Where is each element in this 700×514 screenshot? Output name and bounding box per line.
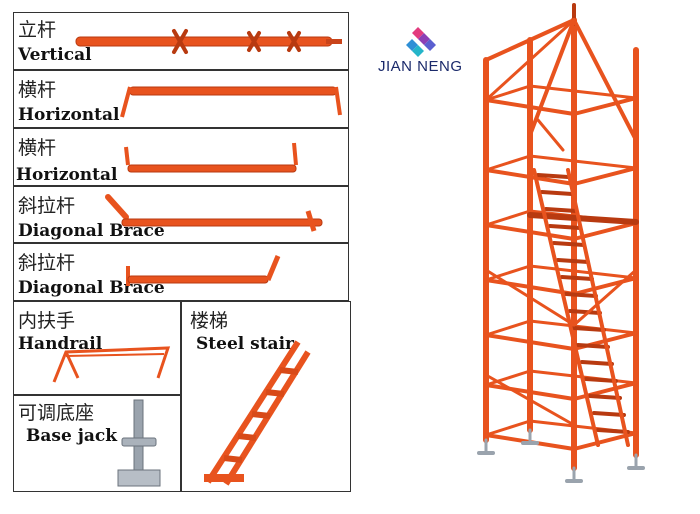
stair-tread: [544, 207, 578, 213]
diagonal-brace-image: [126, 255, 281, 286]
rosette-node: [172, 29, 301, 54]
diagonal-brace: [484, 268, 576, 327]
horizontal-tube: [484, 333, 576, 351]
diagonal-brace: [572, 268, 638, 327]
stair-tread: [584, 377, 618, 383]
part-cell-handrail: 内扶手 Handrail: [13, 301, 181, 395]
part-cn-label: 内扶手: [18, 310, 76, 332]
stair-tread: [596, 428, 630, 434]
horizontal-tube: [572, 381, 638, 401]
diagonal-brace: [528, 18, 576, 137]
part-cn-label: 立杆: [18, 19, 57, 41]
part-en-label: Horizontal: [18, 105, 120, 125]
diagonal-brace-image: [105, 194, 323, 232]
stair-tread: [580, 360, 614, 366]
part-cn-label: 楼梯: [190, 310, 229, 332]
stair-tread: [556, 258, 590, 264]
part-row-horizontal-2: 横杆 Horizontal: [13, 128, 349, 186]
horizontal-tube: [528, 264, 638, 280]
horizontal-tube: [484, 264, 532, 282]
stair-tread: [540, 190, 574, 196]
steel-stair-image: [204, 340, 311, 486]
stair-tread: [568, 309, 602, 315]
part-row-diagonal-1: 斜拉杆 Diagonal Brace: [13, 186, 349, 243]
stair-stringer: [566, 168, 630, 447]
horizontal-tube: [572, 96, 638, 116]
stair-tread: [576, 343, 610, 349]
stair-tread: [588, 394, 622, 400]
horizontal-tube: [484, 84, 532, 102]
part-cn-label: 斜拉杆: [18, 195, 76, 217]
part-en-label: Diagonal Brace: [18, 221, 165, 241]
part-cn-label: 可调底座: [18, 402, 95, 424]
stair-tread: [536, 173, 570, 179]
stair-tread: [560, 275, 594, 281]
part-en-label: Vertical: [18, 45, 92, 65]
horizontal-tube-image: [120, 86, 342, 118]
stair-stringer: [532, 168, 600, 447]
part-en-label: Horizontal: [16, 165, 118, 185]
part-en-label: Steel stair: [196, 334, 294, 354]
part-cn-label: 横杆: [18, 137, 57, 159]
horizontal-tube: [484, 369, 532, 387]
diagonal-brace: [572, 18, 638, 142]
horizontal-tube: [484, 98, 576, 116]
handrail-image: [52, 346, 171, 383]
horizontal-tube: [484, 154, 532, 172]
jn-logo-icon: [406, 27, 436, 57]
stair-tread: [548, 224, 582, 230]
diagonal-brace: [484, 18, 576, 62]
diagonal-brace: [484, 18, 576, 102]
stair-tread: [564, 292, 598, 298]
part-cell-stair: 楼梯 Steel stair: [181, 301, 351, 492]
horizontal-tube: [484, 209, 532, 227]
horizontal-tube: [572, 166, 638, 186]
stair-tread: [592, 411, 626, 417]
vertical-tube-image: [75, 29, 342, 54]
horizontal-tube: [484, 383, 576, 401]
part-en-label: Handrail: [18, 334, 103, 354]
diagonal-brace: [484, 373, 576, 427]
horizontal-tube: [484, 419, 532, 437]
platform: [527, 212, 639, 225]
horizontal-tube: [484, 168, 576, 186]
horizontal-tube: [484, 319, 532, 337]
base-jack-image: [117, 399, 161, 487]
horizontal-tube: [484, 278, 576, 296]
parts-panel: 立杆 Vertical 横杆 Horizontal 横杆 Horizontal: [13, 12, 351, 492]
part-en-label: Base jack: [26, 426, 117, 446]
part-cn-label: 斜拉杆: [18, 252, 76, 274]
part-cell-basejack: 可调底座 Base jack: [13, 395, 181, 492]
horizontal-tube: [484, 223, 576, 241]
part-row-vertical: 立杆 Vertical: [13, 12, 349, 70]
scaffold-tower-image: [477, 3, 645, 483]
part-row-horizontal-1: 横杆 Horizontal: [13, 70, 349, 128]
brand-name: JIAN NENG: [378, 58, 463, 75]
part-row-diagonal-2: 斜拉杆 Diagonal Brace: [13, 243, 349, 301]
horizontal-tube-image: [124, 142, 298, 173]
part-cn-label: 横杆: [18, 79, 57, 101]
horizontal-tube: [528, 154, 638, 170]
stair-tread: [552, 241, 586, 247]
handrail: [536, 118, 565, 152]
stair-tread: [572, 326, 606, 332]
